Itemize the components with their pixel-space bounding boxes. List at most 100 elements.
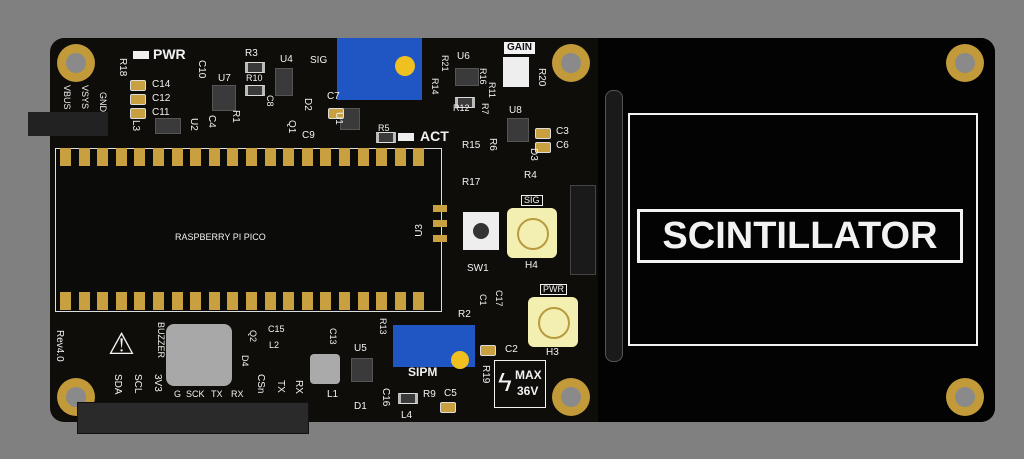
silk-label: R16 bbox=[478, 68, 488, 85]
silk-label: C4 bbox=[206, 115, 217, 128]
silk-label: R5 bbox=[378, 123, 390, 133]
silk-label: U1 bbox=[333, 112, 344, 125]
pico-pad bbox=[171, 292, 183, 310]
pico-pad bbox=[394, 148, 406, 166]
pico-pad bbox=[227, 148, 239, 166]
silk-label: U5 bbox=[354, 343, 367, 354]
max-voltage-warning: ϟ MAX 36V bbox=[494, 360, 546, 408]
pico-pad bbox=[339, 292, 350, 310]
silk-label: R19 bbox=[480, 365, 491, 384]
board-title: SCINTILLATOR bbox=[637, 209, 963, 263]
silk-label: R10 bbox=[246, 73, 263, 83]
power-pin-header bbox=[28, 112, 108, 136]
silk-label: C8 bbox=[265, 95, 275, 107]
silk-label: U3 bbox=[414, 224, 425, 237]
silk-label: R15 bbox=[462, 140, 481, 151]
silk-label: GND bbox=[98, 92, 108, 112]
pico-pad bbox=[171, 148, 183, 166]
lightning-icon: ϟ bbox=[498, 367, 512, 397]
module-label: RASPBERRY PI PICO bbox=[175, 232, 266, 242]
silk-label: C11 bbox=[152, 107, 170, 118]
silk-label: R2 bbox=[458, 309, 471, 320]
silk-label: C9 bbox=[302, 130, 315, 141]
silk-label: R13 bbox=[378, 318, 388, 335]
capacitor bbox=[130, 108, 146, 119]
resistor bbox=[376, 132, 396, 143]
mounting-hole bbox=[552, 44, 590, 82]
resistor bbox=[245, 85, 265, 96]
sma-connector-pwr[interactable] bbox=[528, 297, 578, 347]
mounting-hole bbox=[946, 378, 984, 416]
threshold-potentiometer[interactable] bbox=[337, 38, 422, 100]
capacitor bbox=[535, 142, 551, 153]
silk-label: TX bbox=[275, 380, 286, 393]
act-label: ACT bbox=[420, 128, 449, 144]
silk-label: R6 bbox=[487, 138, 498, 151]
resistor bbox=[455, 97, 475, 108]
silk-label: SCL bbox=[132, 374, 143, 394]
ic-u4 bbox=[275, 68, 293, 96]
resistor bbox=[245, 62, 265, 73]
silk-label: C6 bbox=[556, 140, 569, 151]
silk-label: C5 bbox=[444, 388, 457, 399]
silk-label: SW1 bbox=[467, 263, 489, 274]
capacitor bbox=[535, 128, 551, 139]
pico-pad bbox=[97, 292, 109, 310]
silk-label: L4 bbox=[401, 410, 413, 421]
pico-pad bbox=[115, 292, 127, 310]
silk-label: C15 bbox=[268, 324, 285, 334]
ic-u5 bbox=[351, 358, 373, 382]
mounting-hole bbox=[57, 44, 95, 82]
pico-pad bbox=[264, 148, 276, 166]
silk-label: SCK bbox=[186, 389, 205, 399]
pico-pad bbox=[394, 292, 406, 310]
io-pin-header[interactable] bbox=[77, 402, 309, 434]
silk-label: D4 bbox=[240, 355, 250, 367]
pico-pad bbox=[264, 292, 276, 310]
reset-button[interactable] bbox=[463, 212, 499, 250]
sma-connector-sig[interactable] bbox=[507, 208, 557, 258]
gain-potentiometer[interactable] bbox=[503, 57, 529, 87]
pwr-led bbox=[133, 51, 149, 59]
pico-pad bbox=[413, 148, 425, 166]
pico-pad bbox=[97, 148, 109, 166]
silk-label: H4 bbox=[525, 260, 538, 271]
buzzer bbox=[166, 324, 232, 386]
silk-label: U7 bbox=[218, 73, 231, 84]
silk-label: C13 bbox=[328, 328, 338, 345]
pico-pad bbox=[413, 292, 425, 310]
silk-label: D2 bbox=[302, 98, 313, 111]
sig-connector-label: SIG bbox=[521, 195, 543, 206]
pico-pad bbox=[283, 292, 295, 310]
silk-label: U4 bbox=[280, 54, 293, 65]
display-module bbox=[598, 38, 995, 422]
pico-pad bbox=[60, 148, 71, 166]
silk-label: CSn bbox=[255, 374, 266, 394]
act-led bbox=[398, 133, 414, 141]
side-pin-header[interactable] bbox=[570, 185, 596, 275]
silk-label: 3V3 bbox=[152, 374, 163, 392]
silk-label: D3 bbox=[528, 148, 539, 161]
logo-icon: ⚠ bbox=[108, 328, 135, 361]
sipm-potentiometer[interactable] bbox=[393, 325, 475, 369]
capacitor bbox=[130, 80, 146, 91]
silk-label: D1 bbox=[354, 401, 367, 412]
pico-pads-bottom bbox=[60, 292, 425, 310]
silk-label: R21 bbox=[440, 55, 450, 72]
silk-label: C12 bbox=[152, 93, 171, 104]
debug-pad bbox=[433, 235, 447, 242]
pico-pad bbox=[60, 292, 71, 310]
pico-pad bbox=[134, 148, 146, 166]
silk-label: SIG bbox=[310, 55, 328, 66]
silk-label: R14 bbox=[430, 78, 440, 95]
pico-pad bbox=[339, 148, 350, 166]
silk-label: C10 bbox=[196, 60, 207, 79]
silk-label: H3 bbox=[546, 347, 559, 358]
silk-label: BUZZER bbox=[156, 322, 166, 358]
silk-label: R11 bbox=[487, 82, 497, 98]
silk-label: G bbox=[174, 389, 182, 399]
ic-u1 bbox=[340, 108, 360, 130]
silk-label: L1 bbox=[327, 389, 339, 400]
silk-label: L2 bbox=[269, 340, 280, 350]
pico-pad bbox=[376, 292, 388, 310]
